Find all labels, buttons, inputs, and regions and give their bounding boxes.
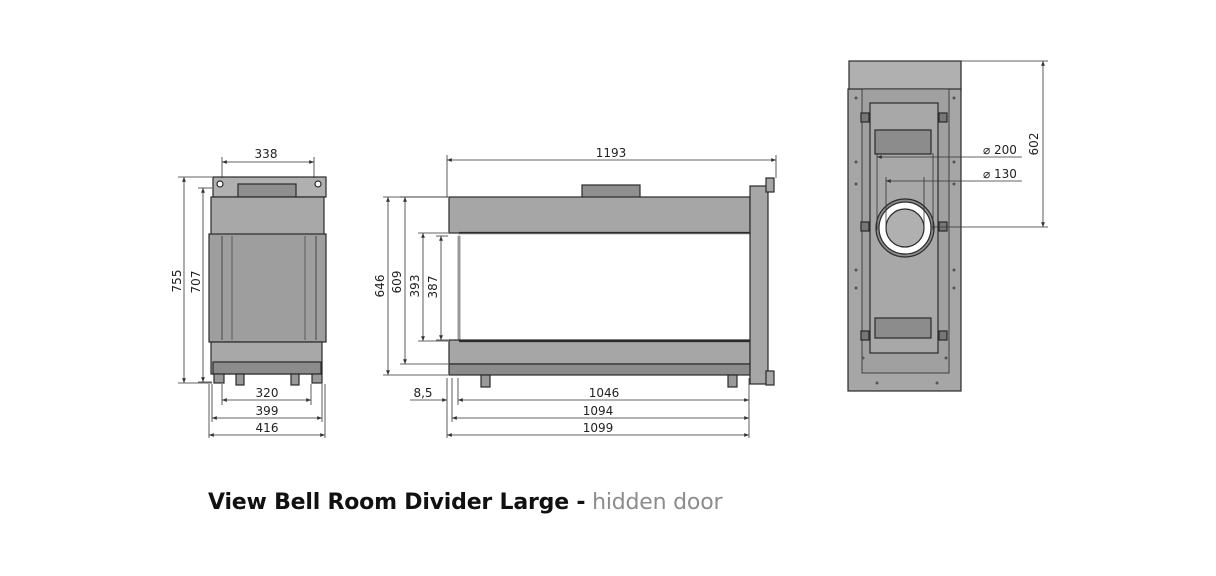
dim-top-diameter-200: 200 xyxy=(994,143,1017,157)
front-view-dimensions xyxy=(383,155,777,438)
dim-side-399: 399 xyxy=(256,404,279,418)
drawing-title: View Bell Room Divider Large - hidden do… xyxy=(208,490,722,515)
dim-side-416: 416 xyxy=(256,421,279,435)
dim-top-diameter-130: 130 xyxy=(994,167,1017,181)
diameter-symbol-130: ⌀ xyxy=(983,167,990,181)
title-subtitle: hidden door xyxy=(592,490,723,515)
dim-front-1094: 1094 xyxy=(583,404,614,418)
top-view-rivets xyxy=(854,96,956,385)
dim-top-602: 602 xyxy=(1027,133,1041,156)
dim-front-offset: 8,5 xyxy=(413,386,432,400)
side-view-body xyxy=(208,176,327,386)
dim-front-1193: 1193 xyxy=(596,146,627,160)
dim-front-646: 646 xyxy=(373,275,387,298)
dim-front-1099: 1099 xyxy=(583,421,614,435)
dim-side-338: 338 xyxy=(255,147,278,161)
dim-side-320: 320 xyxy=(256,386,279,400)
front-view-body xyxy=(448,177,775,388)
diameter-symbol-200: ⌀ xyxy=(983,143,990,157)
top-view-dimensions xyxy=(876,60,1048,230)
side-view-dimensions xyxy=(178,157,326,438)
dim-side-755: 755 xyxy=(170,270,184,293)
dim-front-609: 609 xyxy=(390,271,404,294)
front-view: 1193 646 609 393 387 8,5 1046 1094 1099 xyxy=(373,146,777,438)
dim-front-393: 393 xyxy=(408,275,422,298)
top-view: ⌀ 200 ⌀ 130 602 xyxy=(847,60,1048,392)
title-main: View Bell Room Divider Large - xyxy=(208,490,586,515)
top-view-body xyxy=(847,60,962,392)
dim-front-387: 387 xyxy=(426,276,440,299)
side-view: 338 755 707 320 399 416 xyxy=(170,147,327,438)
dim-front-1046: 1046 xyxy=(589,386,620,400)
dim-side-707: 707 xyxy=(189,271,203,294)
